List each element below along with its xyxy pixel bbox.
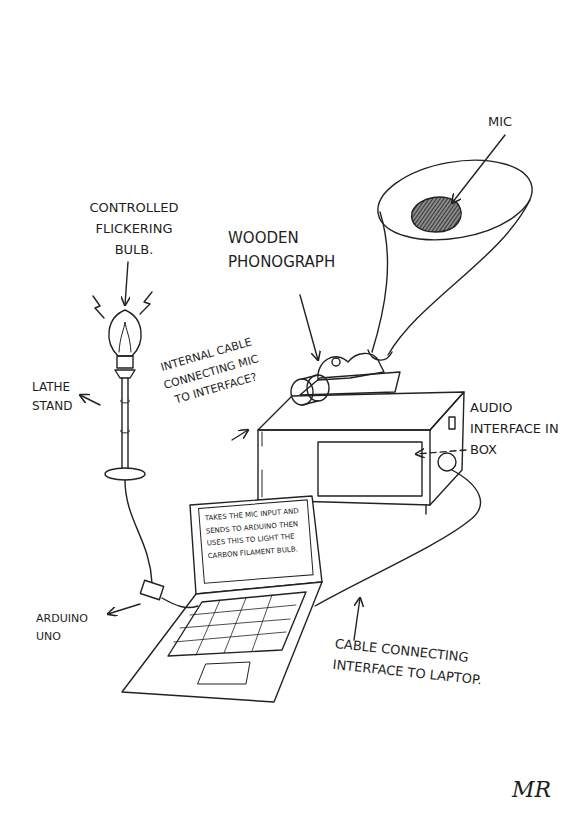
- flicker-bolt: [93, 296, 104, 318]
- lamp-wire: [125, 480, 152, 583]
- bulb-socket: [117, 356, 133, 368]
- leader-arrow: [300, 295, 318, 360]
- leader-arrow: [108, 604, 140, 614]
- laptop-lid: [190, 496, 322, 594]
- laptop-trackpad: [198, 662, 250, 684]
- cylinder-disc: [307, 375, 329, 401]
- leader-arrow: [354, 598, 360, 640]
- usb-cable: [315, 470, 480, 606]
- audio-jack: [438, 453, 456, 471]
- box-side: [430, 392, 464, 505]
- leader-arrow: [125, 262, 128, 305]
- leader-arrow: [452, 135, 505, 203]
- screen-text: TAKES THE MIC INPUT AND SENDS TO ARDUINO…: [204, 505, 306, 563]
- leader-arrow: [80, 395, 100, 405]
- stand-base: [105, 468, 145, 480]
- callout-label: WOODEN PHONOGRAPH: [228, 226, 356, 274]
- callout-label: CONTROLLED FLICKERING BULB.: [78, 198, 190, 260]
- box-top: [258, 392, 464, 430]
- flicker-bolt: [140, 292, 152, 314]
- horn-wall: [372, 212, 388, 352]
- box-front: [258, 430, 430, 505]
- line-art: [80, 135, 538, 702]
- bulb-filament: [119, 322, 131, 352]
- callout-label: MIC: [488, 112, 538, 133]
- box-edge: [262, 432, 263, 497]
- cylinder-disc: [291, 379, 313, 405]
- leader-arrow: [416, 450, 466, 454]
- keyboard-keys: [174, 595, 296, 655]
- callout-label: CABLE CONNECTING INTERFACE TO LAPTOP.: [332, 634, 495, 692]
- stand-turning: [121, 400, 130, 433]
- laptop-screen: TAKES THE MIC INPUT AND SENDS TO ARDUINO…: [198, 499, 314, 583]
- arduino-board: [140, 580, 163, 599]
- callout-label: LATHE STAND: [32, 378, 94, 416]
- reproducer-knob: [332, 358, 340, 366]
- box-latch: [449, 417, 455, 429]
- signature: MR: [512, 772, 572, 807]
- callout-label: ARDUINO UNO: [36, 610, 106, 645]
- horn-wall: [388, 200, 530, 355]
- laptop-keyboard: [168, 592, 306, 656]
- reproducer-body: [318, 353, 384, 380]
- mic-symbol: [412, 197, 461, 232]
- callout-label: AUDIO INTERFACE IN BOX: [470, 398, 562, 460]
- lathe-stand: [122, 378, 128, 470]
- cylinder-edge: [302, 375, 318, 405]
- box-door: [318, 442, 422, 496]
- stand-collar: [115, 370, 135, 378]
- bulb-glass: [109, 310, 141, 356]
- laptop-base: [122, 582, 322, 702]
- arduino-cable: [162, 598, 198, 608]
- callout-label: INTERNAL CABLE CONNECTING MIC TO INTERFA…: [150, 331, 272, 413]
- leader-arrow: [232, 430, 248, 440]
